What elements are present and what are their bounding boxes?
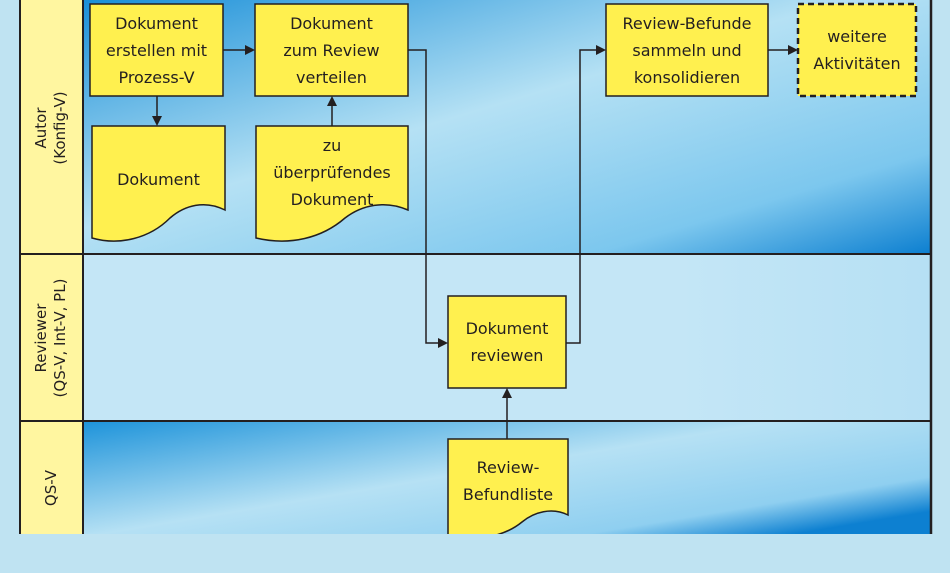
box-dokument-reviewen [447,295,567,389]
swimlane-diagram [19,0,933,534]
arrow-reviewen-to-sammeln [566,45,606,344]
box-dokument-erstellen [89,3,224,97]
box-weitere-aktivitaeten [796,2,918,98]
lane-label-autor-sub: (Konfig-V) [51,91,69,165]
box-dokument-verteilen [254,3,409,97]
lane-label-qsv: QS-V [42,403,62,573]
lane-label-autor-role: Autor [32,107,50,149]
lane-label-qsv-role: QS-V [42,469,60,507]
box-befunde-sammeln [605,3,769,97]
lane-label-autor: Autor (Konfig-V) [32,28,72,228]
doc-dokument [91,125,226,242]
doc-review-befundliste [447,438,569,534]
arrow-verteilen-to-reviewen [408,49,448,348]
lane-label-column [20,0,83,534]
doc-zu-ueberpruefendes-dokument [255,125,409,242]
